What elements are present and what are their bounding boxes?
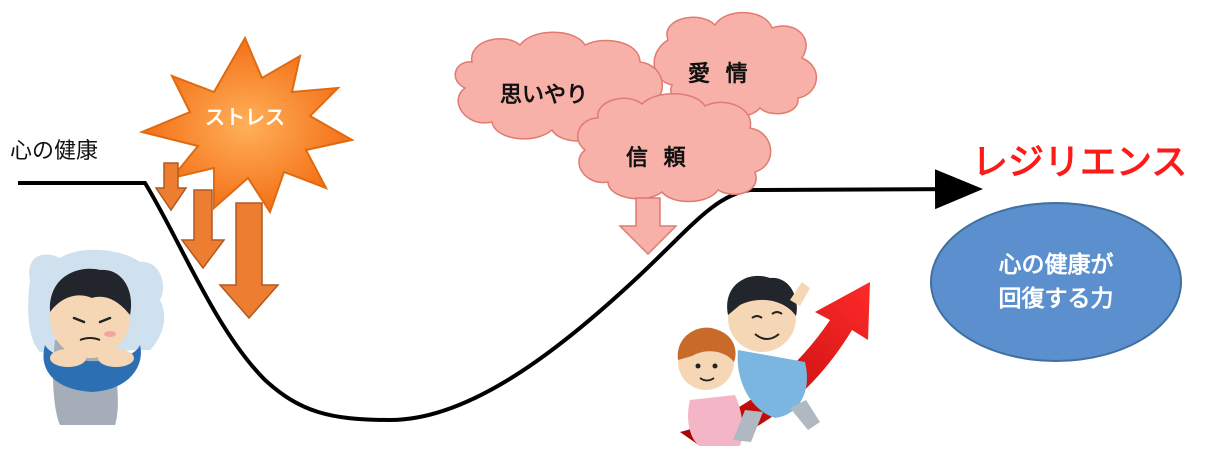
stress-burst — [138, 35, 355, 215]
trust-label: 信 頼 — [626, 146, 690, 171]
children-climbing-rising-arrow-illustration — [677, 275, 870, 446]
compassion-label: 思いやり — [500, 83, 589, 108]
sad-person-illustration — [28, 249, 165, 425]
stress-arrow-medium — [180, 189, 226, 270]
support-arrow — [618, 197, 678, 256]
stress-arrow-small — [154, 162, 188, 212]
recovery-line-1: 心の健康が — [998, 252, 1114, 278]
mental-health-curve — [18, 169, 983, 423]
mental-health-label: 心の健康 — [10, 139, 99, 164]
resilience-title: レジリエンス — [972, 142, 1188, 183]
stress-label: ストレス — [205, 105, 285, 129]
stress-arrow-large — [218, 202, 280, 320]
affection-label: 愛 情 — [688, 62, 752, 87]
recovery-line-2: 回復する力 — [998, 286, 1114, 312]
recovery-power-ellipse: 心の健康が 回復する力 — [930, 202, 1182, 362]
cloud-shinrai — [577, 93, 772, 203]
